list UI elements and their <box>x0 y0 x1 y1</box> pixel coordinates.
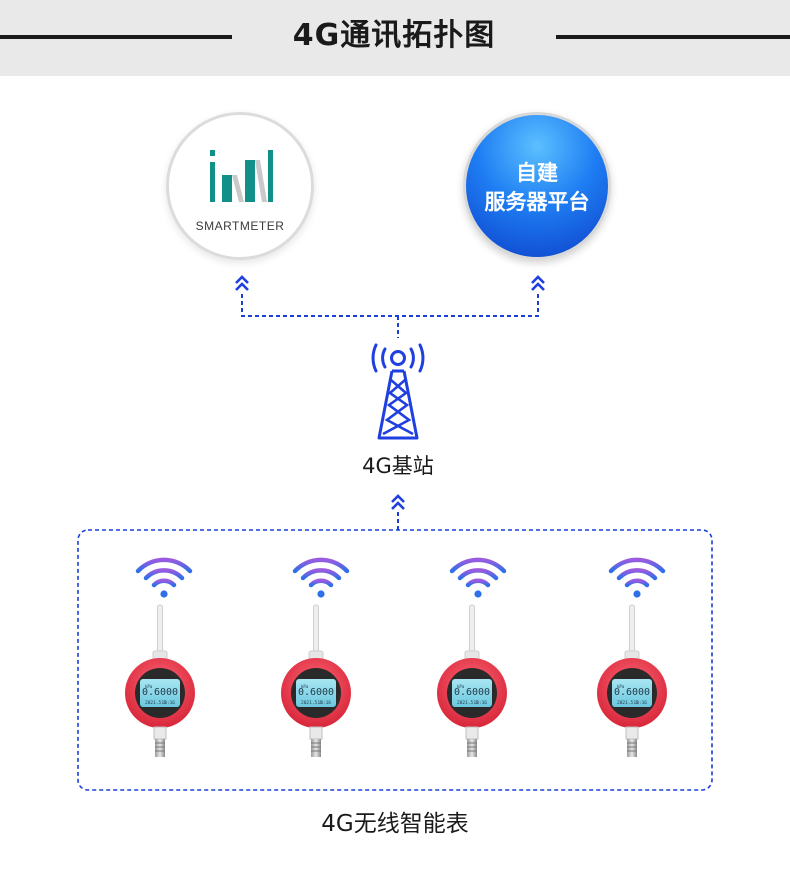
lcd-unit: kPa <box>145 684 153 689</box>
meters-group-label: 4G无线智能表 <box>321 811 469 837</box>
wifi-signal-icon <box>452 560 504 598</box>
meter-icon <box>596 604 668 758</box>
smartmeter-platform-node: SMARTMETER <box>166 112 314 260</box>
smart-meter-2 <box>280 560 352 758</box>
server-label-line2: 服务器平台 <box>484 190 590 214</box>
header-rule-left <box>0 35 232 39</box>
lcd-date: 2021.5.5 <box>457 700 479 706</box>
header-rule-right <box>556 35 790 39</box>
meter-icon <box>436 604 508 758</box>
arrow-up-icon <box>234 275 250 292</box>
arrow-up-icon <box>530 275 546 292</box>
wifi-signal-icon <box>138 560 190 598</box>
meter-icon <box>280 604 352 758</box>
page-title: 4G通讯拓扑图 <box>292 18 496 53</box>
lcd-date: 2021.5.5 <box>617 700 639 706</box>
lcd-unit: kPa <box>617 684 625 689</box>
smartmeter-brand-text: SMARTMETER <box>195 219 285 233</box>
base-station-label: 4G基站 <box>362 454 434 478</box>
header-bar: 4G通讯拓扑图 <box>0 0 790 76</box>
platform-link-line <box>241 294 539 317</box>
lcd-date: 2021.5.5 <box>301 700 323 706</box>
smart-meter-1 <box>124 560 196 758</box>
wifi-signal-icon <box>611 560 663 598</box>
smart-meter-4 <box>596 560 668 758</box>
lcd-unit: kPa <box>301 684 309 689</box>
lcd-reading: 0.6000 <box>454 687 490 698</box>
smartmeter-logo-icon <box>210 150 273 202</box>
lcd-reading: 0.6000 <box>142 687 178 698</box>
smart-meter-3 <box>436 560 508 758</box>
lcd-time: 18:16 <box>473 700 487 706</box>
lcd-reading: 0.6000 <box>298 687 334 698</box>
meters-group-box <box>77 529 713 791</box>
lcd-unit: kPa <box>457 684 465 689</box>
lcd-time: 18:16 <box>161 700 175 706</box>
lcd-date: 2021.5.5 <box>145 700 167 706</box>
lcd-time: 18:16 <box>633 700 647 706</box>
lcd-time: 18:16 <box>317 700 331 706</box>
self-built-server-node: 自建 服务器平台 <box>463 112 611 260</box>
lcd-reading: 0.6000 <box>614 687 650 698</box>
server-label-line1: 自建 <box>516 161 558 185</box>
arrow-up-icon <box>390 494 406 511</box>
meter-icon <box>124 604 196 758</box>
meter-displays: kPa 0.6000 2021.5.5 18:16 kPa 0.6000 202… <box>142 684 650 706</box>
cell-tower-icon <box>371 343 425 440</box>
wifi-signal-icon <box>295 560 347 598</box>
